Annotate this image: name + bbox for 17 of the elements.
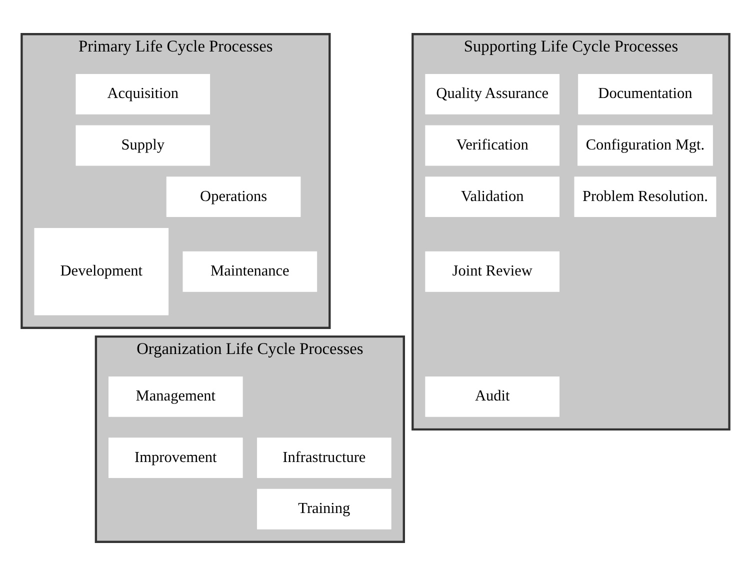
node-box: Validation <box>425 176 560 217</box>
node-box: Operations <box>166 176 301 217</box>
node-box: Audit <box>425 376 560 416</box>
node-box: Training <box>257 488 392 529</box>
node-box: Documentation <box>578 73 712 114</box>
node-box: Development <box>34 227 169 315</box>
node-box: Configuration Mgt. <box>578 124 713 166</box>
node-box: Management <box>108 376 243 416</box>
node-box: Verification <box>425 124 560 166</box>
node-box: Improvement <box>108 437 243 478</box>
node-box: Infrastructure <box>257 437 392 478</box>
node-box: Maintenance <box>182 250 318 292</box>
node-box: Problem Resolution. <box>574 176 716 217</box>
node-box: Acquisition <box>76 73 210 114</box>
node-box: Joint Review <box>425 250 560 292</box>
node-box: Quality Assurance <box>425 73 560 114</box>
node-box: Supply <box>76 124 210 166</box>
